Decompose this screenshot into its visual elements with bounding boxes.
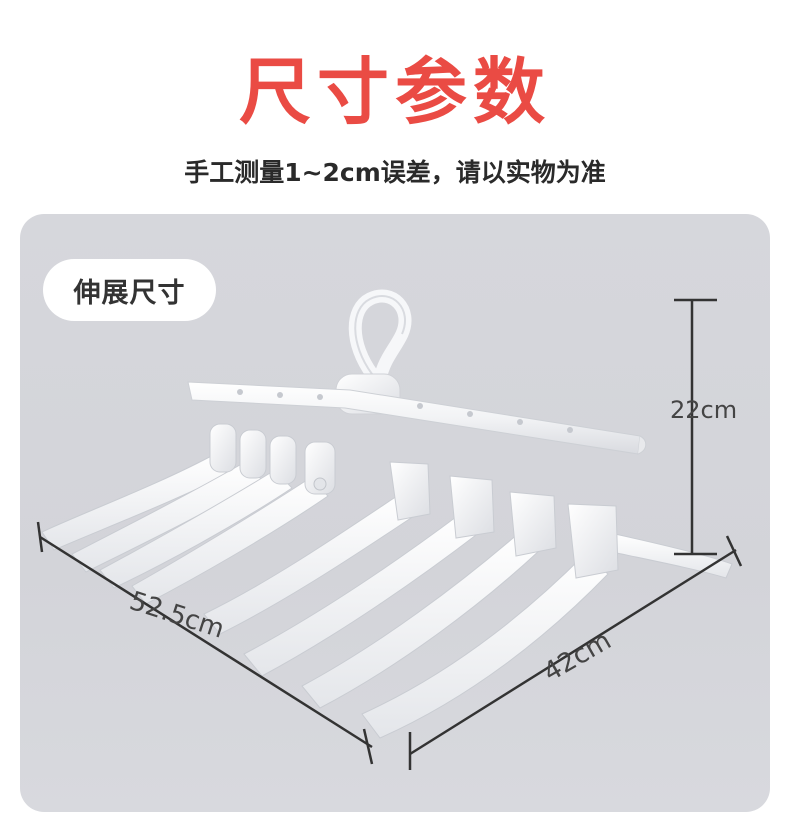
width-label: 52.5cm [126,586,228,645]
hanger-illustration: 22cm 52.5cm 42cm [36,289,743,770]
product-panel: 伸展尺寸 [20,214,770,812]
page-title: 尺寸参数 [238,50,551,134]
depth-label: 42cm [539,626,617,688]
depth-dimension [408,535,743,770]
height-dimension [674,298,717,556]
expanded-size-tag: 伸展尺寸 [43,259,216,321]
front-arms [203,461,733,739]
top-bar [187,381,647,455]
back-arms [41,423,336,605]
measurement-note: 手工测量1~2cm误差，请以实物为准 [184,158,606,187]
height-label: 22cm [670,396,737,424]
width-dimension [36,521,374,765]
